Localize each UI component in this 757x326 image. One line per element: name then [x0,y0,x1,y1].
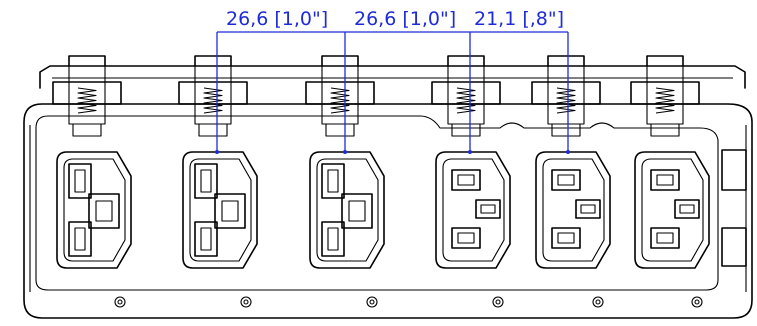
c13-outlet [634,151,710,269]
spring-clip [630,55,700,137]
housing [23,65,753,319]
clip-row [52,55,700,137]
mounting-hole [114,296,126,308]
dimension-label-2: 26,6 [1,0"] [354,8,456,30]
mounting-hole [366,296,378,308]
dimension-point-4 [566,150,570,154]
dimension-annotations: 26,6 [1,0"] 26,6 [1,0"] 21,1 [,8"] [215,8,570,154]
c19-outlet [309,151,385,269]
mounting-hole [691,296,703,308]
spring-clip [531,55,601,137]
outlet-row [56,151,710,269]
spring-clip [431,55,501,137]
dimension-point-3 [468,150,472,154]
c19-outlet [56,151,132,269]
dimension-label-1: 26,6 [1,0"] [226,8,328,30]
spring-clip [178,55,248,137]
c13-outlet [435,151,511,269]
dimension-point-2 [343,150,347,154]
spring-clip [52,55,122,137]
c19-outlet [182,151,258,269]
mounting-hole [492,296,504,308]
dimension-label-3: 21,1 [,8"] [474,8,564,30]
dimension-point-1 [215,150,219,154]
spring-clip [305,55,375,137]
c13-outlet [535,151,611,269]
mounting-hole [240,296,252,308]
mounting-hole [592,296,604,308]
mounting-holes [114,296,703,308]
